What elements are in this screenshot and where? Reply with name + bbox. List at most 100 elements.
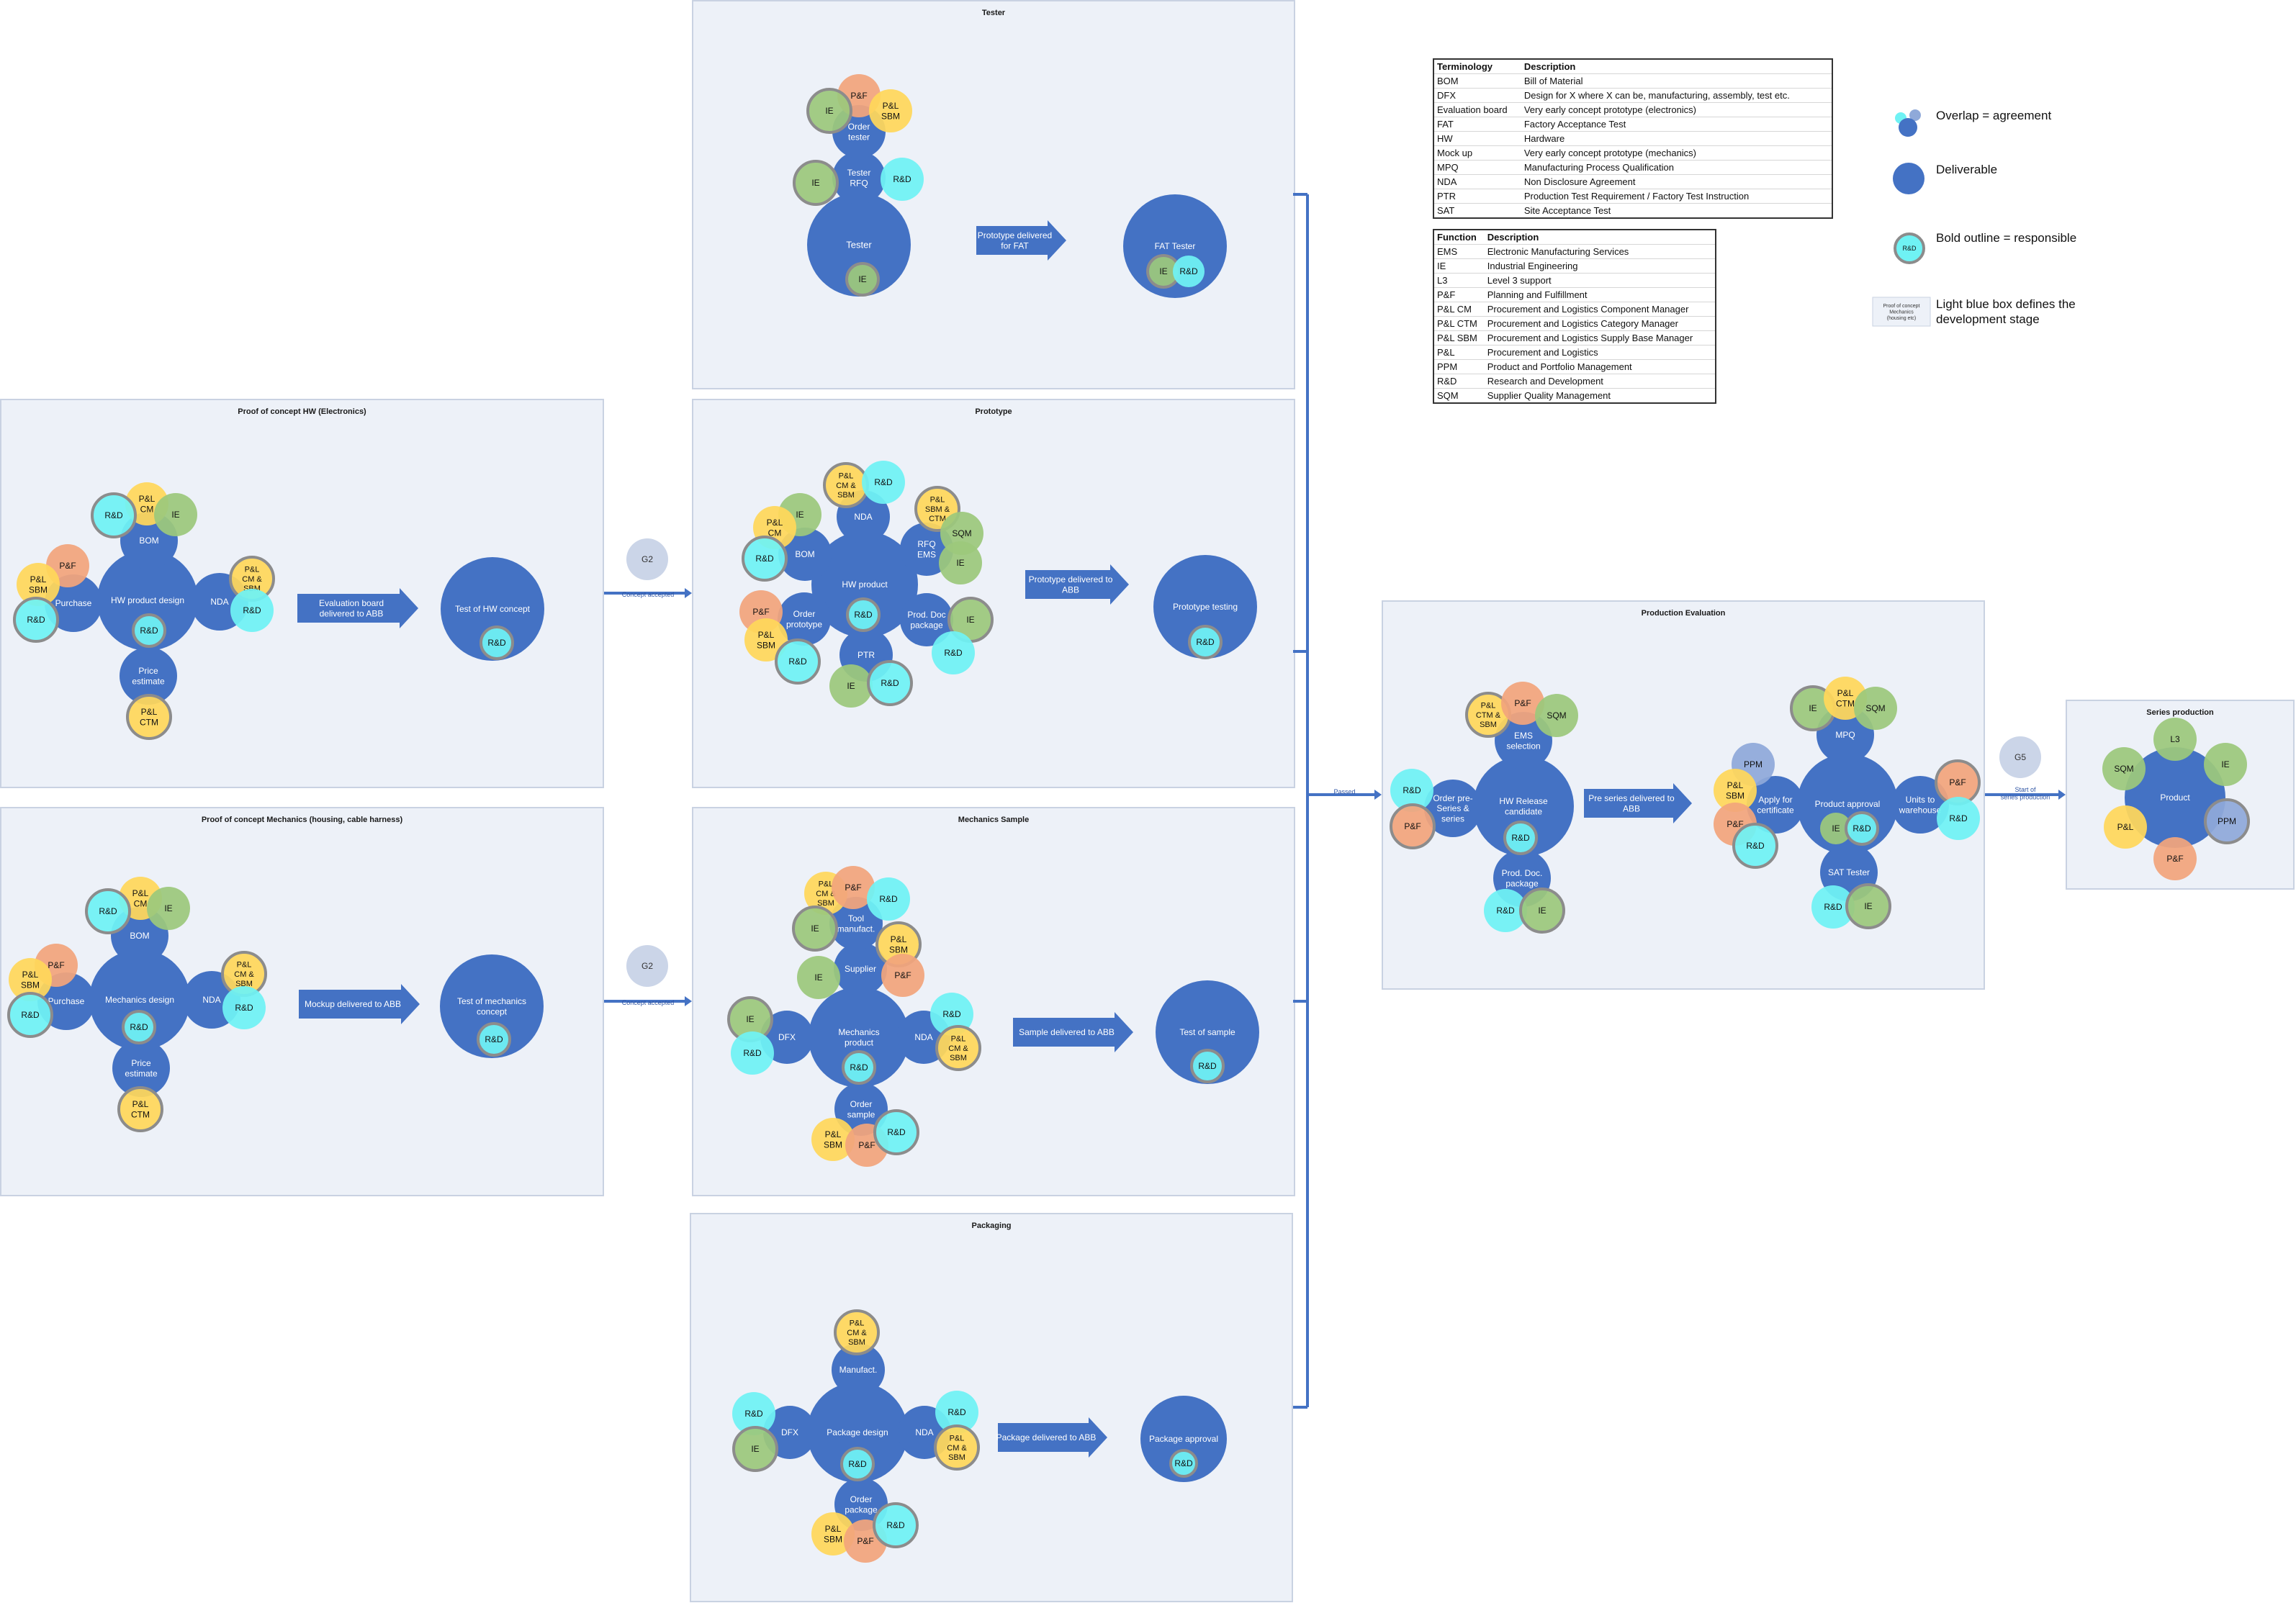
role-label: P&F bbox=[752, 607, 769, 617]
role-label: IE bbox=[811, 924, 819, 934]
connector-label: Concept accepted bbox=[622, 591, 675, 598]
role-badge-ie bbox=[806, 88, 852, 134]
role-badge-pl-sbm bbox=[1714, 769, 1757, 812]
role-badge-pf bbox=[881, 954, 924, 997]
deliverable-node bbox=[441, 557, 544, 661]
table-cell: R&D bbox=[1433, 374, 1485, 389]
role-label: IE bbox=[847, 681, 855, 691]
deliverable-node bbox=[900, 593, 953, 646]
role-label: IE bbox=[164, 903, 172, 913]
role-label: R&D bbox=[1746, 841, 1765, 851]
deliverable-node bbox=[1153, 555, 1257, 659]
role-badge-rd bbox=[1811, 885, 1855, 929]
gate-circle bbox=[626, 945, 668, 987]
delivery-arrow bbox=[1584, 783, 1692, 823]
role-label: R&D bbox=[744, 1409, 763, 1419]
table-cell: EMS bbox=[1433, 244, 1485, 259]
role-label: R&D bbox=[854, 610, 873, 620]
delivery-arrow bbox=[299, 984, 420, 1024]
table-cell: Production Test Requirement / Factory Te… bbox=[1521, 189, 1832, 204]
table-header-row: Function Description bbox=[1433, 230, 1716, 245]
deliverable-label: Prod. Doc.package bbox=[1502, 868, 1543, 888]
role-label: R&D bbox=[1174, 1458, 1193, 1468]
panel-title: Proof of concept HW (Electronics) bbox=[238, 407, 366, 416]
role-label: IE bbox=[1159, 266, 1167, 276]
role-label: P&F bbox=[1404, 821, 1421, 831]
delivery-arrow bbox=[998, 1417, 1107, 1458]
table-cell: Procurement and Logistics Component Mana… bbox=[1484, 302, 1716, 317]
connector-arrowhead bbox=[685, 996, 692, 1006]
role-badge-ie bbox=[793, 160, 839, 206]
role-badge-rd bbox=[91, 492, 137, 538]
deliverable-label: BOM bbox=[795, 549, 814, 559]
role-badge-ie bbox=[147, 887, 190, 930]
deliverable-label: NDA bbox=[202, 995, 220, 1005]
gate-circle bbox=[1999, 736, 2041, 778]
table-header-row: Terminology Description bbox=[1433, 59, 1832, 74]
deliverable-node bbox=[440, 954, 544, 1058]
role-badge-rd bbox=[1390, 769, 1433, 812]
table-cell: Site Acceptance Test bbox=[1521, 203, 1832, 219]
role-badge-rd bbox=[477, 1022, 511, 1057]
role-label: R&D bbox=[243, 605, 261, 615]
delivery-arrow bbox=[297, 588, 418, 628]
role-badge-rd bbox=[1173, 256, 1205, 287]
table-cell: SAT bbox=[1433, 203, 1521, 219]
role-badge-ie bbox=[1820, 813, 1852, 844]
deliverable-node bbox=[1140, 1396, 1227, 1482]
role-label: P&F bbox=[1949, 777, 1966, 787]
role-label: R&D bbox=[947, 1407, 966, 1417]
role-label: SQM bbox=[1865, 703, 1885, 713]
role-badge-rd bbox=[132, 613, 166, 648]
deliverable-node bbox=[834, 942, 887, 995]
role-label: P&F bbox=[48, 960, 64, 970]
role-badge-ie bbox=[792, 906, 838, 952]
column-header: Description bbox=[1521, 59, 1832, 74]
role-label: IE bbox=[825, 106, 833, 116]
table-cell: Procurement and Logistics bbox=[1484, 345, 1716, 360]
role-badge-pl bbox=[2104, 805, 2147, 849]
role-badge-rd bbox=[873, 1109, 919, 1155]
role-label: IE bbox=[2221, 759, 2229, 769]
role-badge-rd bbox=[840, 1447, 875, 1481]
table-cell: HW bbox=[1433, 131, 1521, 146]
role-label: IE bbox=[966, 615, 974, 625]
deliverable-label: NDA bbox=[210, 597, 228, 607]
role-label: R&D bbox=[1496, 906, 1515, 916]
role-label: IE bbox=[1832, 823, 1840, 834]
deliverable-label: Purchase bbox=[48, 996, 85, 1006]
table-cell: SQM bbox=[1433, 388, 1485, 404]
deliverable-label: NDA bbox=[914, 1032, 932, 1042]
panel-title: Series production bbox=[2146, 708, 2214, 717]
role-badge-pl-cm-sbm bbox=[834, 1309, 880, 1355]
deliverable-node bbox=[89, 949, 190, 1050]
role-label: IE bbox=[956, 558, 964, 568]
role-label: R&D bbox=[755, 554, 774, 564]
table-cell: IE bbox=[1433, 258, 1485, 274]
deliverable-label: Mechanics design bbox=[105, 995, 174, 1005]
role-label: R&D bbox=[886, 1520, 905, 1530]
role-label: R&D bbox=[887, 1127, 906, 1137]
deliverable-node bbox=[834, 1083, 888, 1136]
role-badge-pl-sbm bbox=[17, 563, 60, 606]
table-cell: Hardware bbox=[1521, 131, 1832, 146]
deliverable-node bbox=[1424, 780, 1482, 837]
delivery-arrow bbox=[976, 220, 1066, 261]
table-cell: Very early concept prototype (mechanics) bbox=[1521, 145, 1832, 161]
